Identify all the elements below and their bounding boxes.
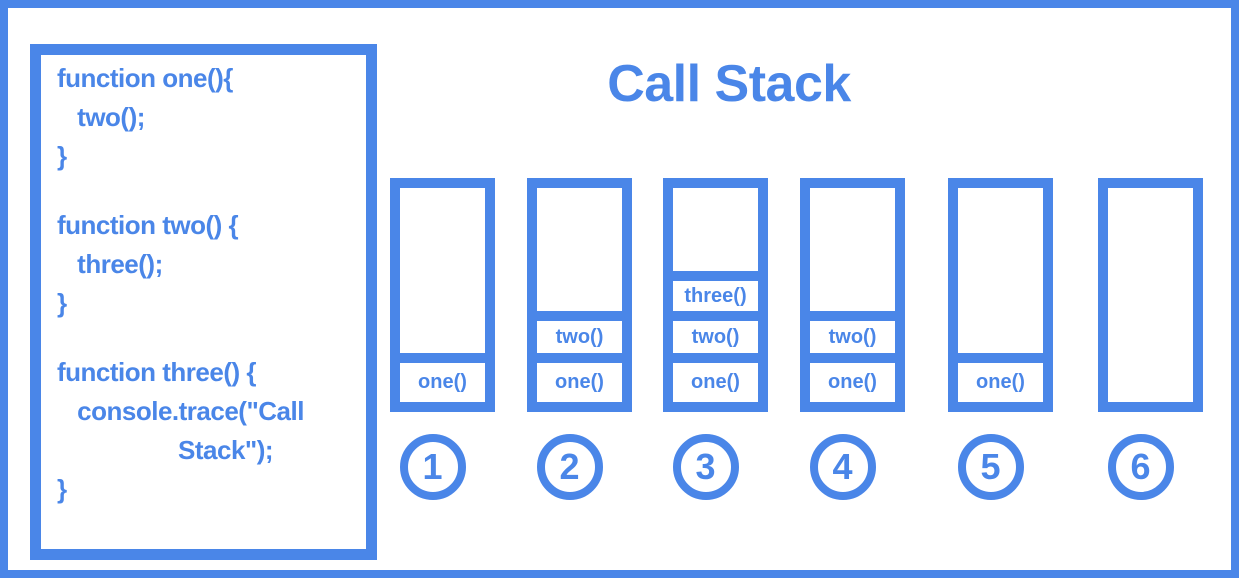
- stack-frame-label: one(): [537, 363, 622, 402]
- stack-column-4: two() one(): [800, 178, 905, 412]
- step-number-circle-2: 2: [536, 434, 603, 500]
- stack-column-3: three() two() one(): [663, 178, 768, 412]
- code-line: function three() {: [57, 357, 257, 387]
- empty-stack-space: [1108, 188, 1193, 402]
- stack-column-1: one(): [390, 178, 495, 412]
- code-line: console.trace("Call: [57, 396, 304, 426]
- stack-frame-divider: [673, 311, 758, 321]
- empty-stack-space: [400, 188, 485, 353]
- stack-frame-divider: [537, 353, 622, 363]
- stack-column-2: two() one(): [527, 178, 632, 412]
- stack-frame-divider: [673, 271, 758, 281]
- empty-stack-space: [958, 188, 1043, 353]
- step-number: 4: [832, 446, 853, 487]
- stack-frame-divider: [958, 353, 1043, 363]
- code-line: }: [57, 141, 67, 171]
- code-line: }: [57, 474, 67, 504]
- step-number: 5: [980, 446, 1001, 487]
- empty-stack-space: [673, 188, 758, 271]
- stack-column-6: [1098, 178, 1203, 412]
- stack-frame-label: one(): [673, 363, 758, 402]
- stack-frame-label: two(): [810, 321, 895, 353]
- code-blank-line: [57, 176, 366, 206]
- empty-stack-space: [537, 188, 622, 311]
- stack-frame-label: two(): [673, 321, 758, 353]
- empty-stack-space: [810, 188, 895, 311]
- stack-frame-label: one(): [958, 363, 1043, 402]
- step-number-circle-3: 3: [672, 434, 739, 500]
- step-number-circle-6: 6: [1107, 434, 1174, 500]
- step-number: 2: [559, 446, 580, 487]
- stack-frame-divider: [810, 311, 895, 321]
- code-line: function one(){: [57, 63, 233, 93]
- stack-frame-label: one(): [400, 363, 485, 402]
- stack-frame-divider: [673, 353, 758, 363]
- call-stack-title: Call Stack: [607, 55, 851, 113]
- stack-column-5: one(): [948, 178, 1053, 412]
- stack-frame-divider: [810, 353, 895, 363]
- stack-frame-label: one(): [810, 363, 895, 402]
- stack-frame-divider: [400, 353, 485, 363]
- code-line: three();: [57, 249, 163, 279]
- code-blank-line: [57, 323, 366, 353]
- stack-frame-label: three(): [673, 281, 758, 311]
- stack-frame-divider: [537, 311, 622, 321]
- step-number: 1: [422, 446, 443, 487]
- step-number-circle-1: 1: [399, 434, 466, 500]
- code-line: function two() {: [57, 210, 239, 240]
- code-line: two();: [57, 102, 145, 132]
- step-number-circle-4: 4: [809, 434, 876, 500]
- step-number-circle-5: 5: [957, 434, 1024, 500]
- code-line: }: [57, 288, 67, 318]
- code-panel: function one(){ two();}function two() { …: [30, 44, 377, 560]
- code-line: Stack");: [57, 435, 274, 465]
- step-number: 3: [695, 446, 716, 487]
- step-number: 6: [1130, 446, 1151, 487]
- stack-frame-label: two(): [537, 321, 622, 353]
